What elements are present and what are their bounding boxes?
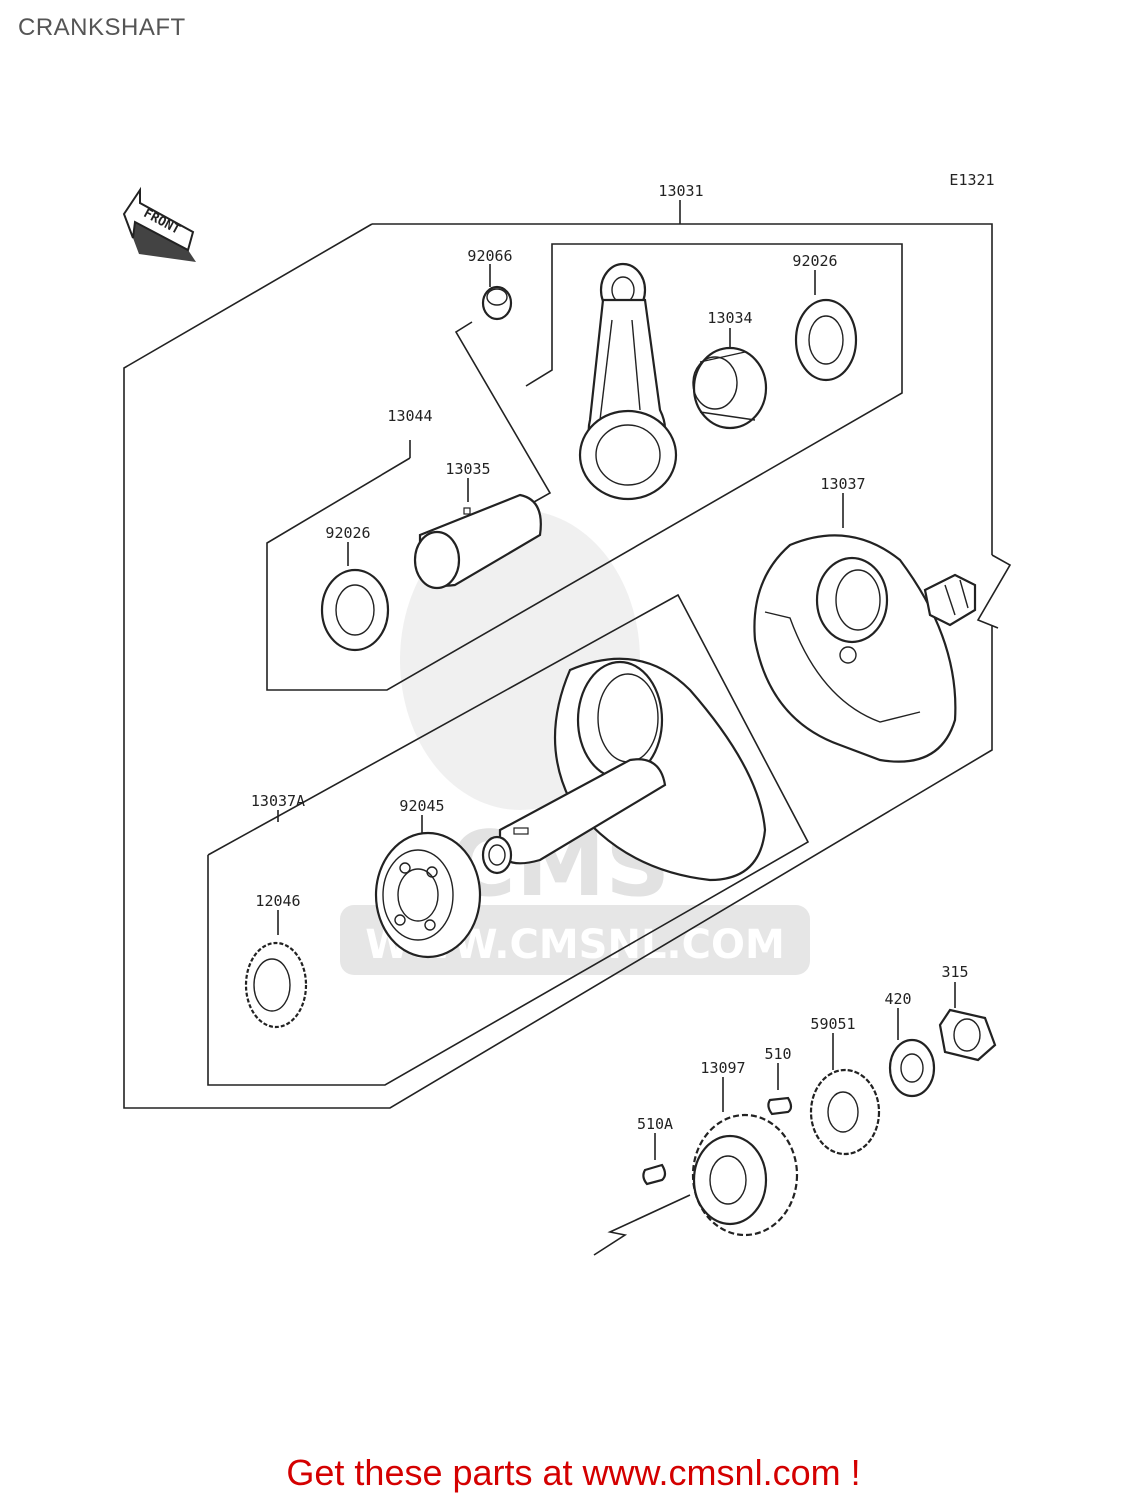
- get-parts-link[interactable]: Get these parts at www.cmsnl.com !: [286, 1452, 861, 1493]
- label-13097: 13097: [700, 1059, 745, 1077]
- diagram-code: E1321: [949, 171, 994, 189]
- part-59051: [809, 1033, 881, 1156]
- label-13044: 13044: [387, 407, 432, 425]
- part-315: [938, 982, 997, 1062]
- label-13031: 13031: [658, 182, 703, 200]
- bracket-13031: [123, 200, 993, 1109]
- label-315: 315: [941, 963, 968, 981]
- part-13037: [753, 493, 1012, 763]
- label-13035: 13035: [445, 460, 490, 478]
- part-92066: [454, 264, 552, 503]
- bracket-13037A: [207, 593, 810, 1086]
- label-92026-upper: 92026: [792, 252, 837, 270]
- label-13034: 13034: [707, 309, 752, 327]
- part-13097: [593, 1077, 799, 1256]
- page-title: CRANKSHAFT: [18, 14, 186, 41]
- part-13035: [413, 478, 542, 590]
- label-510A: 510A: [637, 1115, 673, 1133]
- label-13037A: 13037A: [251, 792, 305, 810]
- label-92045: 92045: [399, 797, 444, 815]
- part-92026-upper: [794, 270, 858, 382]
- front-arrow-icon: FRONT: [122, 186, 196, 262]
- label-13037: 13037: [820, 475, 865, 493]
- part-12046: [244, 910, 308, 1029]
- label-59051: 59051: [810, 1015, 855, 1033]
- part-13034: [692, 328, 768, 430]
- bracket-13044: [266, 243, 903, 691]
- part-92026-lower: [320, 542, 390, 652]
- label-92066: 92066: [467, 247, 512, 265]
- label-12046: 12046: [255, 892, 300, 910]
- part-labels: 13031 92066 92026 13034 13044 13035 9202…: [251, 182, 969, 1133]
- part-92045: [374, 815, 482, 959]
- part-510: [767, 1063, 793, 1116]
- label-510: 510: [764, 1045, 791, 1063]
- part-connecting-rod: [578, 262, 678, 501]
- part-13037A: [481, 657, 767, 882]
- part-510A: [642, 1133, 667, 1186]
- label-92026-lower: 92026: [325, 524, 370, 542]
- part-420: [888, 1008, 936, 1098]
- label-420: 420: [884, 990, 911, 1008]
